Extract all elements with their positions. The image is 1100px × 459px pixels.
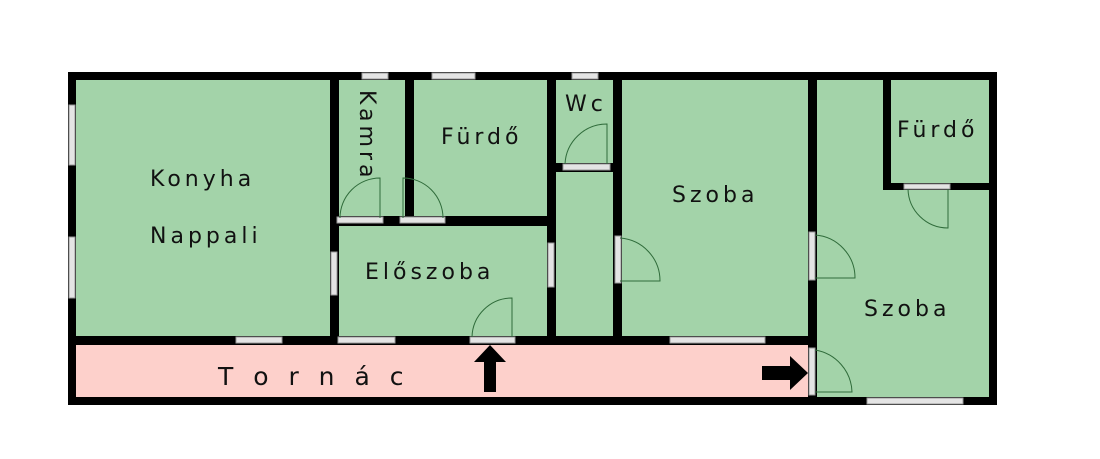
label-szoba: Szoba — [672, 183, 758, 208]
label-wc: Wc — [565, 92, 607, 117]
doors — [336, 123, 951, 396]
room-corridor — [556, 172, 613, 336]
entrance-arrow-up-icon — [474, 345, 506, 392]
room-szoba-right — [817, 80, 989, 397]
room-furdo — [414, 80, 547, 216]
label-kamra: Kamra — [354, 90, 379, 181]
windows — [68, 72, 964, 405]
entrance-arrow-right-icon — [762, 356, 808, 390]
room-furdo-right — [891, 80, 989, 183]
label-szoba-right: Szoba — [864, 297, 950, 322]
room-szoba — [622, 80, 808, 336]
porch-tornac — [76, 345, 808, 397]
label-nappali: Nappali — [150, 224, 262, 249]
label-eloszoba: Előszoba — [365, 260, 494, 285]
label-konyha: Konyha — [150, 167, 255, 192]
label-furdo-right: Fürdő — [897, 118, 978, 143]
label-tornac: T o r n á c — [217, 362, 410, 391]
label-furdo: Fürdő — [441, 125, 522, 150]
room-konyha-nappali — [76, 80, 330, 336]
room-kamra — [339, 80, 405, 216]
room-wc — [556, 80, 613, 163]
